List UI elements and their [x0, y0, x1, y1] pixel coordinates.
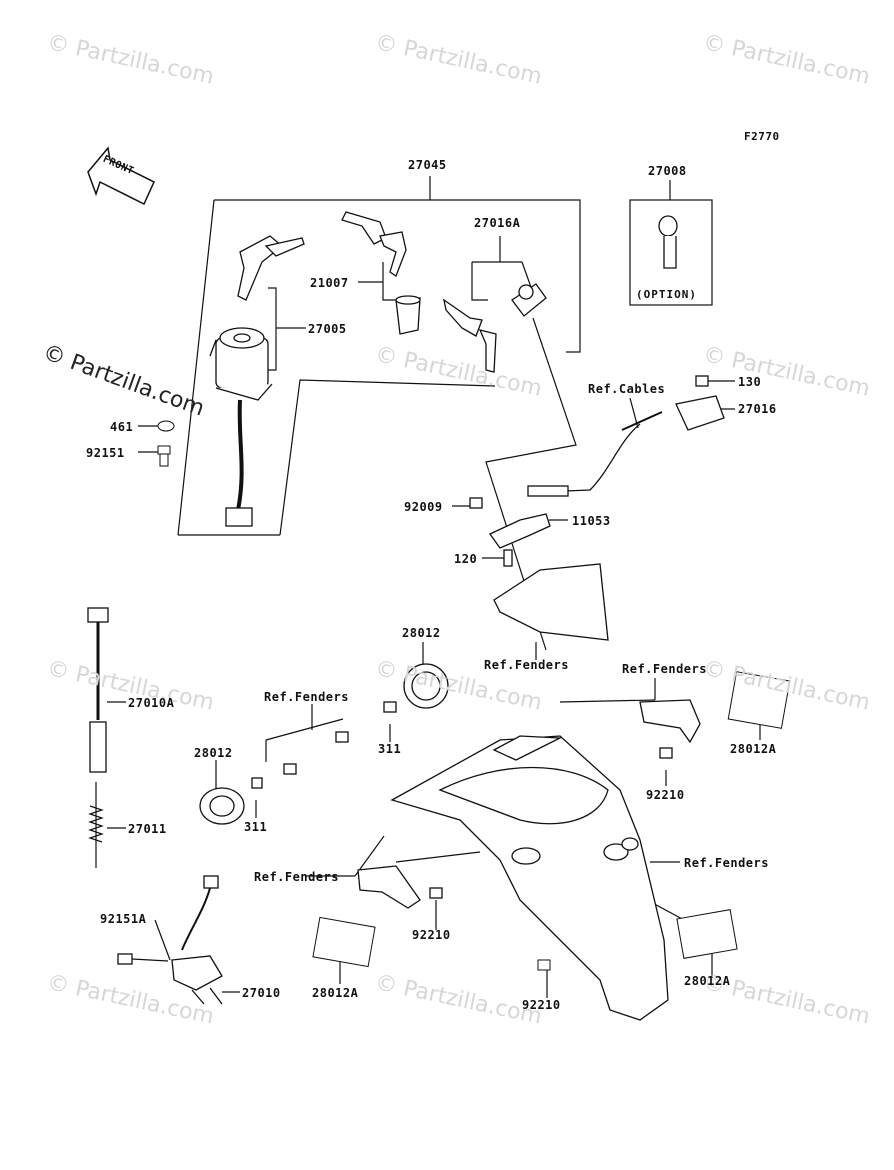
- label-27016: 27016: [738, 402, 777, 416]
- label-461: 461: [110, 420, 134, 434]
- ignition-switch-27005: [209, 235, 305, 527]
- label-ref-fenders-2: Ref.Fenders: [622, 662, 707, 676]
- label-27005: 27005: [308, 322, 347, 336]
- switch-27010A: [87, 607, 109, 773]
- label-130: 130: [738, 375, 762, 389]
- label-92151: 92151: [86, 446, 125, 460]
- switch-27010: [117, 875, 223, 1005]
- spring-27011: [88, 782, 104, 868]
- label-28012A-bottom-right: 28012A: [684, 974, 731, 988]
- label-27045: 27045: [408, 158, 447, 172]
- reflector-28012A-bottom-right: [676, 909, 738, 959]
- rear-fender-top: [493, 563, 609, 641]
- reflector-28012A-left: [312, 916, 376, 968]
- bracket-ref-fenders-right: [639, 699, 701, 759]
- label-92210-a: 92210: [646, 788, 685, 802]
- label-92151A: 92151A: [100, 912, 147, 926]
- key-set-21007: [341, 211, 421, 335]
- label-27011: 27011: [128, 822, 167, 836]
- label-ref-fenders-4: Ref.Fenders: [254, 870, 339, 884]
- label-92210-b: 92210: [412, 928, 451, 942]
- label-27016A: 27016A: [474, 216, 521, 230]
- group-outline-27045: [214, 199, 581, 353]
- option-key-box: [629, 199, 713, 306]
- rear-fender-assembly: [390, 735, 669, 1021]
- label-27010: 27010: [242, 986, 281, 1000]
- label-21007: 21007: [310, 276, 349, 290]
- nut-92210-bottom: [537, 959, 551, 971]
- bracket-11053: [469, 497, 551, 567]
- option-key-icon: [658, 215, 678, 269]
- label-ref-fenders-3: Ref.Fenders: [264, 690, 349, 704]
- label-120: 120: [454, 552, 478, 566]
- label-27010A: 27010A: [128, 696, 175, 710]
- option-label: (OPTION): [636, 288, 697, 301]
- key-set-27016A: [443, 283, 547, 373]
- reflector-28012-left: [199, 763, 297, 825]
- label-28012A-left: 28012A: [312, 986, 359, 1000]
- bracket-ref-fenders-left: [357, 851, 481, 909]
- washer-461: [157, 420, 175, 432]
- label-28012-left: 28012: [194, 746, 233, 760]
- label-92009: 92009: [404, 500, 443, 514]
- diagram-code: F2770: [744, 130, 780, 143]
- label-ref-fenders-5: Ref.Fenders: [684, 856, 769, 870]
- front-arrow-icon: [87, 146, 155, 206]
- seat-lock-27016: [527, 375, 725, 497]
- label-92210-c: 92210: [522, 998, 561, 1012]
- label-11053: 11053: [572, 514, 611, 528]
- reflector-28012-top: [335, 663, 449, 743]
- label-311-a: 311: [378, 742, 402, 756]
- label-ref-fenders-1: Ref.Fenders: [484, 658, 569, 672]
- label-28012-top: 28012: [402, 626, 441, 640]
- bolt-92151: [157, 445, 171, 467]
- label-28012A-right: 28012A: [730, 742, 777, 756]
- label-311-b: 311: [244, 820, 268, 834]
- label-ref-cables: Ref.Cables: [588, 382, 666, 396]
- reflector-28012A-right: [727, 671, 791, 729]
- label-27008: 27008: [648, 164, 687, 178]
